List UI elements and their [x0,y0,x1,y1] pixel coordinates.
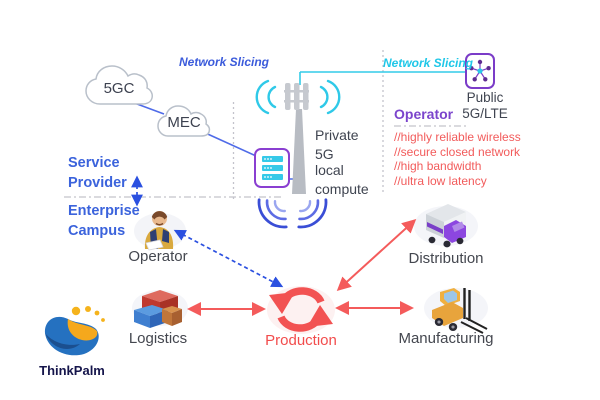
private-5g-label: Private 5G [315,127,359,162]
cloud-mec-label: MEC [167,114,201,131]
enterprise-campus-zone-label: Enterprise Campus [68,203,140,239]
network-slicing-left-label: Network Slicing [178,55,270,69]
thinkpalm-logo [44,306,105,356]
slicing-link [299,71,465,85]
logistics-label: Logistics [128,330,188,347]
forklift-icon [432,288,488,334]
network-slicing-right-label: Network Slicing [382,56,474,70]
local-compute-label: local compute [315,162,369,197]
production-label: Production [265,332,337,349]
edge-server-icon [254,148,290,188]
link-mec-server [200,130,257,157]
arrow-production-distribution [336,218,417,292]
operator-section-title: Operator [394,106,454,122]
shipping-containers-icon [134,290,182,328]
feature-reliable-wireless: //highly reliable wireless [394,130,521,144]
truck-icon [426,204,466,248]
operator-feature-list: //highly reliable wireless //secure clos… [394,130,521,188]
cloud-5gc-icon [85,65,153,105]
radio-waves-lower [257,198,328,229]
feature-low-latency: //ultra low latency [394,173,487,188]
public-5g-lte-label: Public 5G/LTE [462,90,508,121]
zone-separators [64,50,468,199]
cycle-arrows-icon [269,287,333,332]
brand-label: ThinkPalm [39,363,105,378]
manufacturing-label: Manufacturing [398,330,494,347]
radio-waves-upper [255,79,341,115]
feature-secure-network: //secure closed network [394,144,521,159]
cloud-5gc-label: 5GC [103,80,135,97]
network-hub-icon [465,53,495,89]
distribution-label: Distribution [408,250,484,267]
feature-high-bandwidth: //high bandwidth [394,159,482,173]
operator-control-links [131,175,284,288]
cell-tower-icon [284,83,309,194]
operator-person-label: Operator [128,248,188,265]
cloud-mec-icon [157,105,211,137]
process-links [187,218,417,316]
service-provider-zone-label: Service Provider [68,155,127,191]
arrow-operator-production [173,229,284,288]
worker-person-icon [144,211,174,251]
